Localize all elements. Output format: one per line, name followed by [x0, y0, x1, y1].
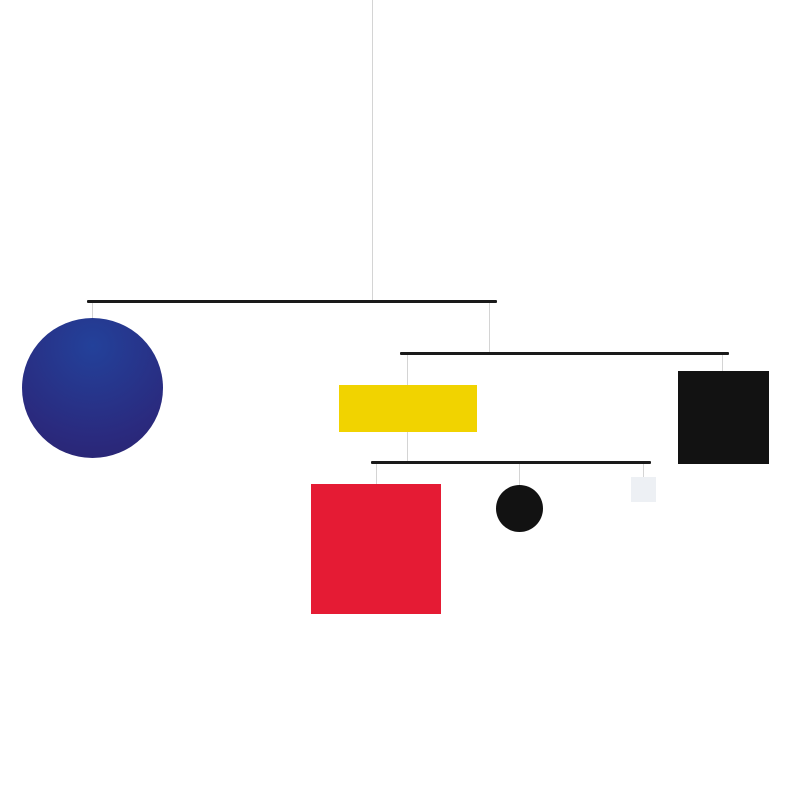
yellow-rectangle-string	[407, 355, 408, 386]
red-square	[311, 484, 441, 614]
blue-circle-string	[92, 303, 93, 320]
middle-rod-string	[489, 303, 490, 353]
black-circle-string	[519, 464, 520, 486]
middle-rod	[400, 352, 729, 355]
yellow-rectangle	[339, 385, 477, 432]
red-square-string	[376, 464, 377, 485]
black-circle	[496, 485, 543, 532]
small-pale-square	[631, 477, 656, 502]
bottom-rod	[371, 461, 651, 464]
bottom-rod-string	[407, 432, 408, 462]
top-rod	[87, 300, 497, 303]
blue-circle	[22, 318, 163, 458]
black-square	[678, 371, 769, 464]
main-suspension-string	[372, 0, 373, 302]
small-square-string	[643, 464, 644, 478]
black-square-string	[722, 355, 723, 371]
